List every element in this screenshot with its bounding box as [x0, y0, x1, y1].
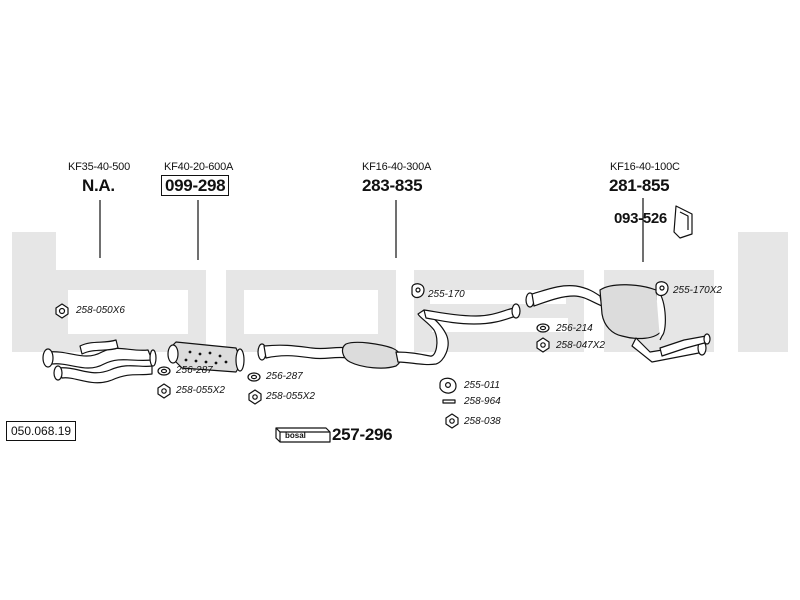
front-pipe: [42, 339, 157, 384]
part-number-center: 283-835: [362, 176, 423, 195]
kit-number: 257-296: [332, 425, 393, 444]
rear-silencer: [525, 284, 711, 363]
oe-code-front: KF35-40-500: [68, 161, 131, 173]
cat-nut-in-label: 258-055X2: [176, 385, 225, 396]
mid-rubber-label: 255-011: [464, 380, 500, 391]
heat-shield-icon: [673, 205, 693, 239]
catalytic-converter: [167, 341, 245, 373]
oe-code-rear: KF16-40-100C: [610, 161, 680, 173]
kit-box-icon: [275, 427, 331, 443]
mid-bolt-label: 258-964: [464, 396, 501, 407]
rear-gasket-label: 256-214: [556, 323, 593, 334]
cat-nut-out-label: 258-055X2: [266, 391, 315, 402]
hardware-icons: [55, 281, 669, 429]
rear-nut-label: 258-047X2: [556, 340, 605, 351]
oe-code-cat: KF40-20-600A: [164, 161, 234, 173]
cat-gasket-out-label: 256-287: [266, 371, 303, 382]
center-hanger-label: 255-170: [428, 289, 465, 300]
center-pipe: [257, 303, 521, 369]
oe-code-center: KF16-40-300A: [362, 161, 432, 173]
part-number-cat: 099-298: [161, 175, 230, 196]
mid-nut-label: 258-038: [464, 416, 501, 427]
drawing-number: 050.068.19: [6, 421, 77, 441]
part-number-front: N.A.: [82, 176, 115, 195]
rear-hanger-label: 255-170X2: [673, 285, 722, 296]
bolt-icon: [442, 399, 456, 404]
kit-box-label: bosal: [285, 431, 306, 440]
part-number-rear: 281-855: [609, 176, 670, 195]
cat-gasket-in-label: 256-287: [176, 365, 213, 376]
front-pipe-gasket-label: 258-050X6: [76, 305, 125, 316]
heat-shield-number: 093-526: [614, 210, 667, 227]
